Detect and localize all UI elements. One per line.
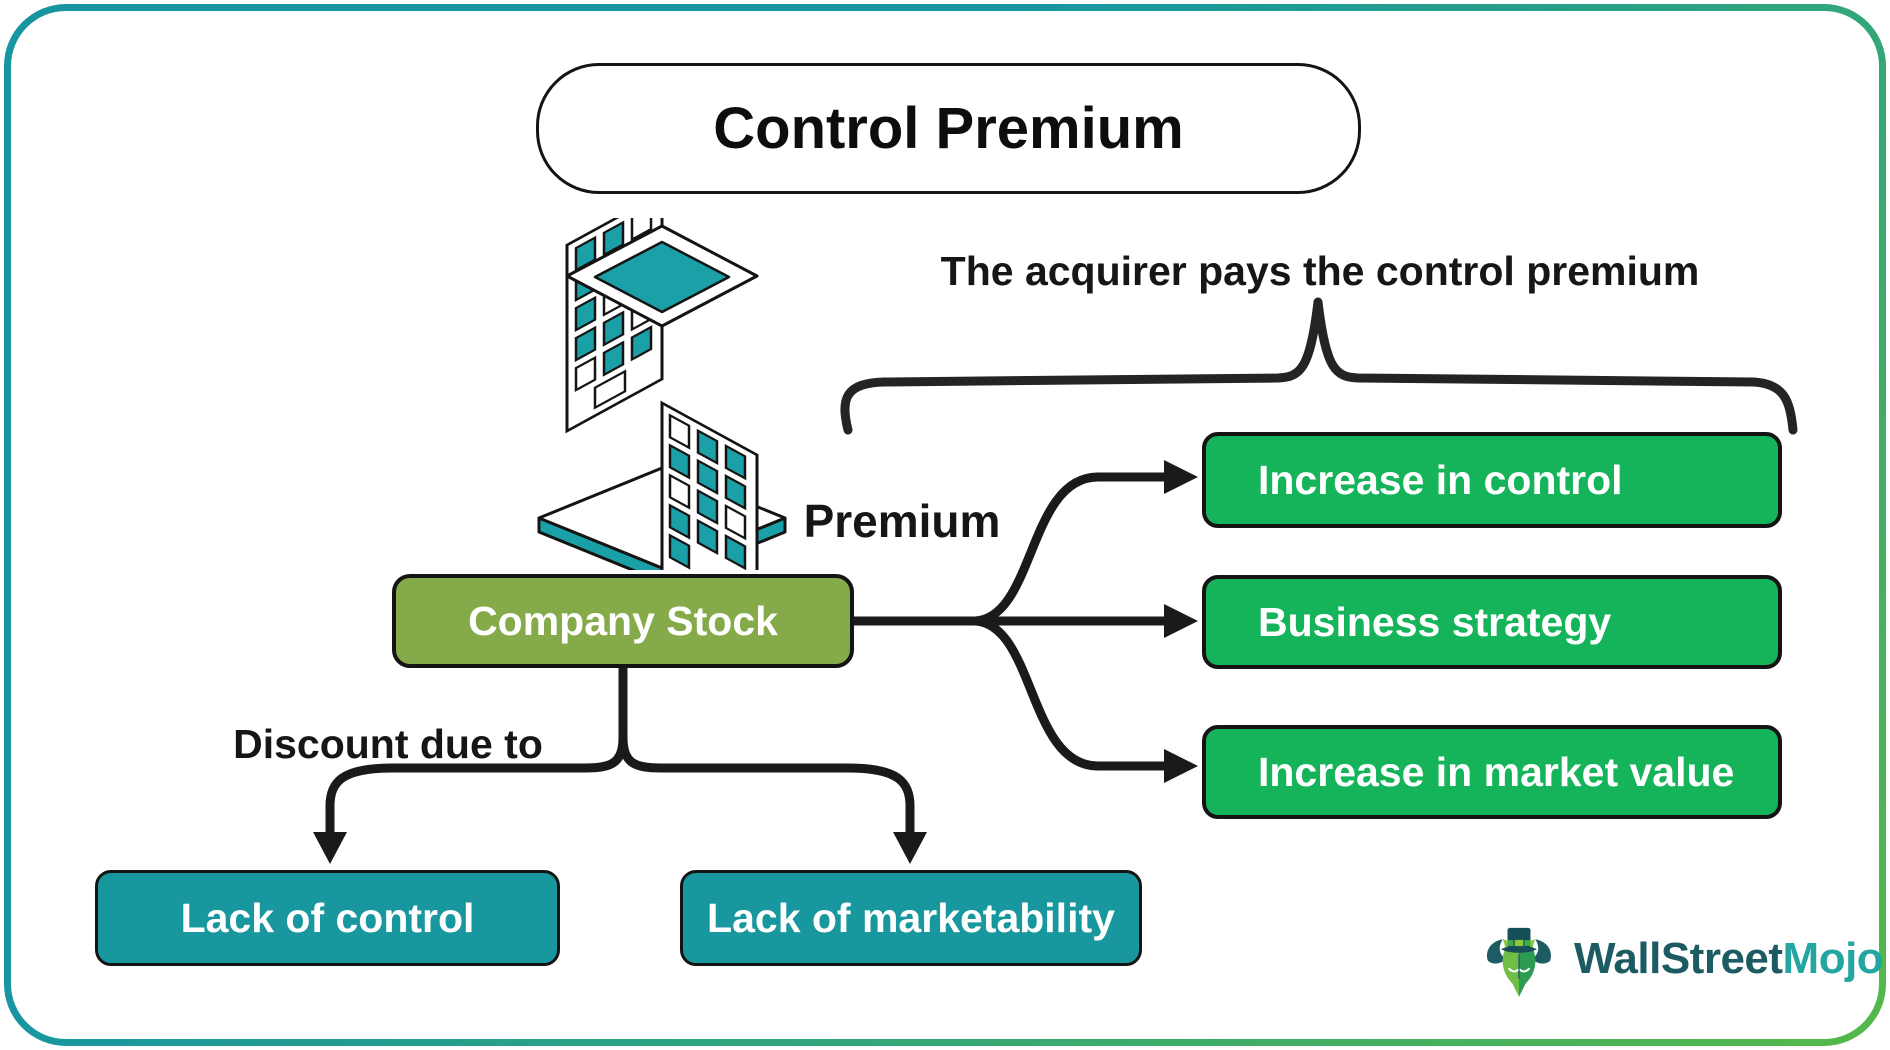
logo-wallstreet-text: WallStreet [1574,934,1783,983]
discount-box-label: Lack of marketability [707,894,1115,941]
title-pill: Control Premium [536,63,1361,194]
discount-label: Discount due to [233,721,543,767]
building-illustration [537,218,787,570]
premium-label: Premium [803,495,1001,547]
logo-mojo-text: Mojo [1782,934,1884,983]
logo-wordmark: WallStreetMojo [1574,934,1884,984]
discount-box-lack-of-control: Lack of control [95,870,560,966]
bull-mascot-icon [1486,927,1552,997]
premium-box-increase-in-control: Increase in control [1202,432,1782,528]
premium-box-increase-in-market-value: Increase in market value [1202,725,1782,819]
acquirer-note: The acquirer pays the control premium [940,248,1700,294]
company-stock-label: Company Stock [468,597,778,644]
premium-box-label: Increase in market value [1258,748,1735,795]
discount-box-lack-of-marketability: Lack of marketability [680,870,1142,966]
premium-box-label: Business strategy [1258,598,1612,645]
wallstreetmojo-logo: WallStreetMojo [1478,918,1884,1000]
company-stock-box: Company Stock [392,574,854,668]
premium-box-label: Increase in control [1258,456,1623,503]
premium-box-business-strategy: Business strategy [1202,575,1782,669]
discount-box-label: Lack of control [180,894,475,941]
page-title: Control Premium [713,96,1184,161]
